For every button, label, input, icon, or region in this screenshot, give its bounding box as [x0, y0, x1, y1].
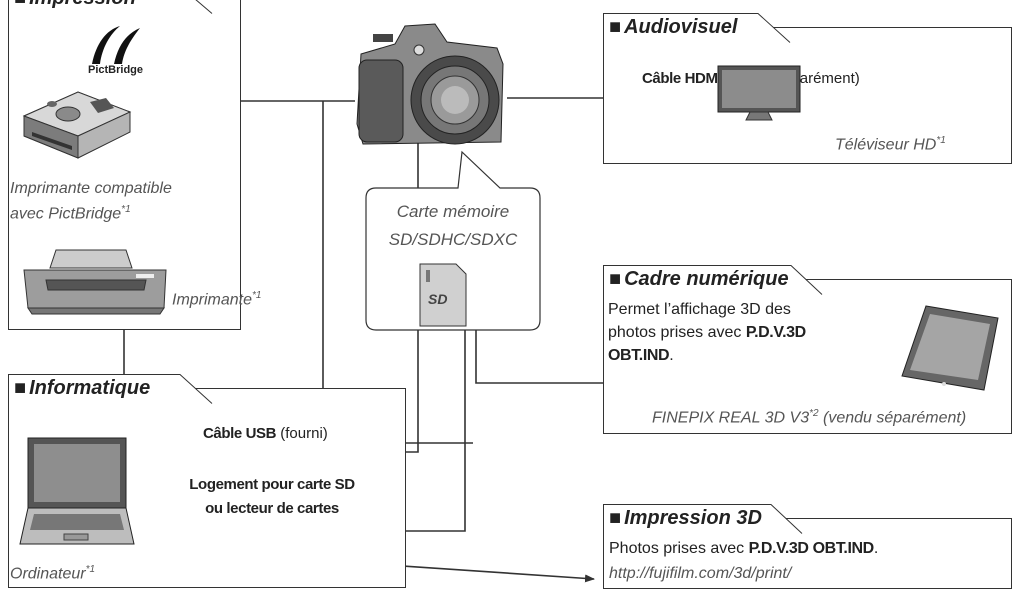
memory-card-caption: Carte mémoire SD/SDHC/SDXC: [388, 202, 518, 249]
digital-frame-icon: [901, 305, 999, 391]
printing-tab: ■Impression: [8, 0, 213, 14]
digital-frame-tab: ■Cadre numérique: [603, 265, 823, 295]
audiovisual-panel: [603, 27, 1012, 164]
frame-device-caption: FINEPIX REAL 3D V3*2 (vendu séparément): [652, 408, 967, 427]
memory-card-callout: [365, 150, 541, 331]
sd-card-icon: SD: [419, 263, 467, 327]
photo-printer-icon: [22, 91, 132, 159]
print3d-url[interactable]: http://fujifilm.com/3d/print/: [609, 565, 792, 582]
audiovisual-title: Audiovisuel: [624, 16, 738, 38]
inkjet-printer-icon: [23, 249, 167, 315]
print3d-description: Photos prises avec P.D.V.3D OBT.IND.: [609, 540, 879, 557]
computing-title: Informatique: [29, 377, 151, 399]
pictbridge-logo-icon: [92, 26, 140, 64]
digital-frame-description: Permet l’affichage 3D des photos prises …: [608, 301, 806, 364]
tv-icon: [717, 65, 801, 121]
digital-frame-title: Cadre numérique: [624, 268, 789, 290]
camera-icon: [356, 23, 504, 145]
sd-slot-label: Logement pour carte SD ou lecteur de car…: [189, 476, 355, 517]
laptop-icon: [19, 437, 135, 545]
computer-caption: Ordinateur*1: [10, 564, 96, 583]
svg-text:SD: SD: [428, 291, 447, 307]
computing-tab: ■Informatique: [8, 374, 213, 404]
usb-cable-label: Câble USB (fourni): [203, 425, 328, 442]
pictbridge-label: PictBridge: [88, 64, 144, 76]
compat-printer-caption: Imprimante compatible avec PictBridge*1: [10, 180, 172, 223]
print3d-tab: ■Impression 3D: [603, 504, 803, 534]
printer-caption: Imprimante*1: [172, 290, 262, 309]
tv-caption: Téléviseur HD*1: [835, 135, 946, 154]
audiovisual-tab: ■Audiovisuel: [603, 13, 791, 43]
printing-title: Impression: [29, 0, 136, 9]
print3d-title: Impression 3D: [624, 507, 762, 529]
